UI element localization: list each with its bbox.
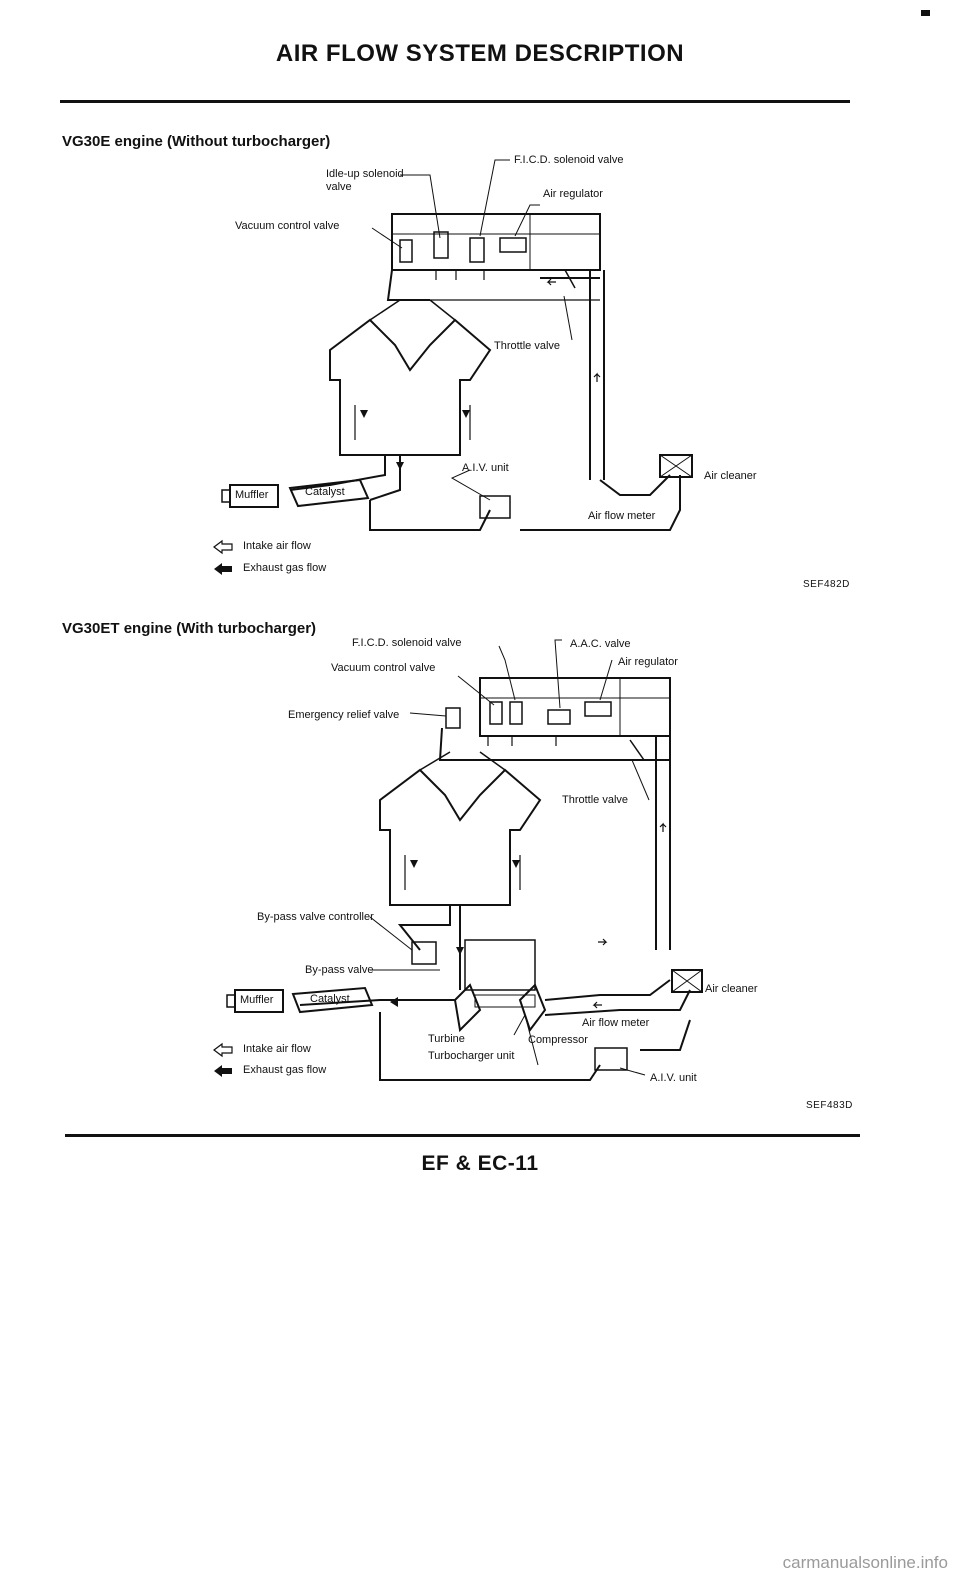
vg30et-air-cleaner-body [672, 970, 702, 992]
vg30e-fic-solenoid-body [470, 238, 484, 262]
vg30et-compressor [520, 985, 545, 1030]
vg30et-bypass-controller-label: By-pass valve controller [257, 911, 374, 923]
vg30e-muffler-label: Muffler [235, 489, 268, 501]
top-rule [60, 100, 850, 103]
vg30et-bypass-controller-body [412, 942, 436, 964]
vg30et-aac-valve-body [548, 710, 570, 724]
vg30e-air-regulator-label: Air regulator [543, 188, 603, 200]
vg30et-turbo-housing [465, 940, 535, 990]
vg30e-figure-code: SEF482D [803, 579, 850, 590]
vg30et-air-flow-meter-label: Air flow meter [582, 1017, 649, 1029]
vg30e-idle-up-solenoid-body [434, 232, 448, 258]
bottom-rule [65, 1134, 860, 1137]
vg30et-vacuum-control-label: Vacuum control valve [331, 662, 435, 674]
vg30et-turbine-label: Turbine [428, 1033, 465, 1045]
vg30e-vacuum-valve-body [400, 240, 412, 262]
vg30et-bypass-valve-label: By-pass valve [305, 964, 373, 976]
vg30et-air-regulator-label: Air regulator [618, 656, 678, 668]
vg30e-throttle-valve-label: Throttle valve [494, 340, 560, 352]
vg30et-air-cleaner-label: Air cleaner [705, 983, 758, 995]
vg30et-aiv-label: A.I.V. unit [650, 1072, 697, 1084]
vg30e-fic-label: F.I.C.D. solenoid valve [514, 154, 623, 166]
vg30et-legend-intake: Intake air flow [243, 1043, 311, 1055]
vg30et-aiv-body [595, 1048, 627, 1070]
vg30et-aac-label: A.A.C. valve [570, 638, 631, 650]
vg30et-legend-exhaust-icon [214, 1065, 232, 1077]
vg30e-aiv-body [480, 496, 510, 518]
watermark: carmanualsonline.info [783, 1553, 948, 1573]
vg30e-catalyst-label: Catalyst [305, 486, 345, 498]
vg30e-air-regulator-body [500, 238, 526, 252]
vg30et-catalyst-label: Catalyst [310, 993, 350, 1005]
vg30et-emergency-relief-body [446, 708, 460, 728]
vg30et-air-regulator-body [585, 702, 611, 716]
vg30et-legend-intake-icon [214, 1044, 232, 1056]
vg30e-collector [392, 214, 600, 270]
vg30e-engine-block [330, 320, 490, 455]
vg30et-air-flow-meter [545, 980, 670, 1000]
vg30e-aiv-label: A.I.V. unit [462, 462, 509, 474]
vg30et-turbine [455, 985, 480, 1030]
vg30et-heading: VG30ET engine (With turbocharger) [62, 620, 316, 637]
vg30e-air-cleaner-body [660, 455, 692, 477]
vg30e-legend-intake-icon [214, 541, 232, 553]
vg30et-throttle-valve-label: Throttle valve [562, 794, 628, 806]
vg30e-legend-exhaust-icon [214, 563, 232, 575]
page-footer: EF & EC-11 [0, 1152, 960, 1176]
vg30et-turbo-unit-label: Turbocharger unit [428, 1050, 514, 1062]
vg30et-legend-exhaust: Exhaust gas flow [243, 1064, 326, 1076]
vg30et-fic-label: F.I.C.D. solenoid valve [352, 637, 461, 649]
vg30e-idle-up-label-2: valve [326, 181, 352, 193]
vg30et-collector [480, 678, 670, 736]
vg30e-legend-exhaust: Exhaust gas flow [243, 562, 326, 574]
vg30et-fic-solenoid-body [510, 702, 522, 724]
vg30e-idle-up-label-1: Idle-up solenoid [326, 168, 404, 180]
page-title: AIR FLOW SYSTEM DESCRIPTION [0, 40, 960, 68]
vg30et-figure-code: SEF483D [806, 1100, 853, 1111]
vg30et-vacuum-valve-body [490, 702, 502, 724]
vg30et-compressor-label: Compressor [528, 1034, 588, 1046]
vg30e-legend-intake: Intake air flow [243, 540, 311, 552]
vg30e-air-flow-meter-label: Air flow meter [588, 510, 655, 522]
vg30et-engine-block [380, 770, 540, 905]
page-corner-mark [921, 10, 930, 16]
vg30et-muffler-label: Muffler [240, 994, 273, 1006]
vg30e-air-cleaner-label: Air cleaner [704, 470, 757, 482]
vg30e-vacuum-control-label: Vacuum control valve [235, 220, 339, 232]
vg30e-exhaust-pipe [290, 455, 385, 490]
vg30e-heading: VG30E engine (Without turbocharger) [62, 133, 330, 150]
vg30et-emergency-relief-label: Emergency relief valve [288, 709, 399, 721]
